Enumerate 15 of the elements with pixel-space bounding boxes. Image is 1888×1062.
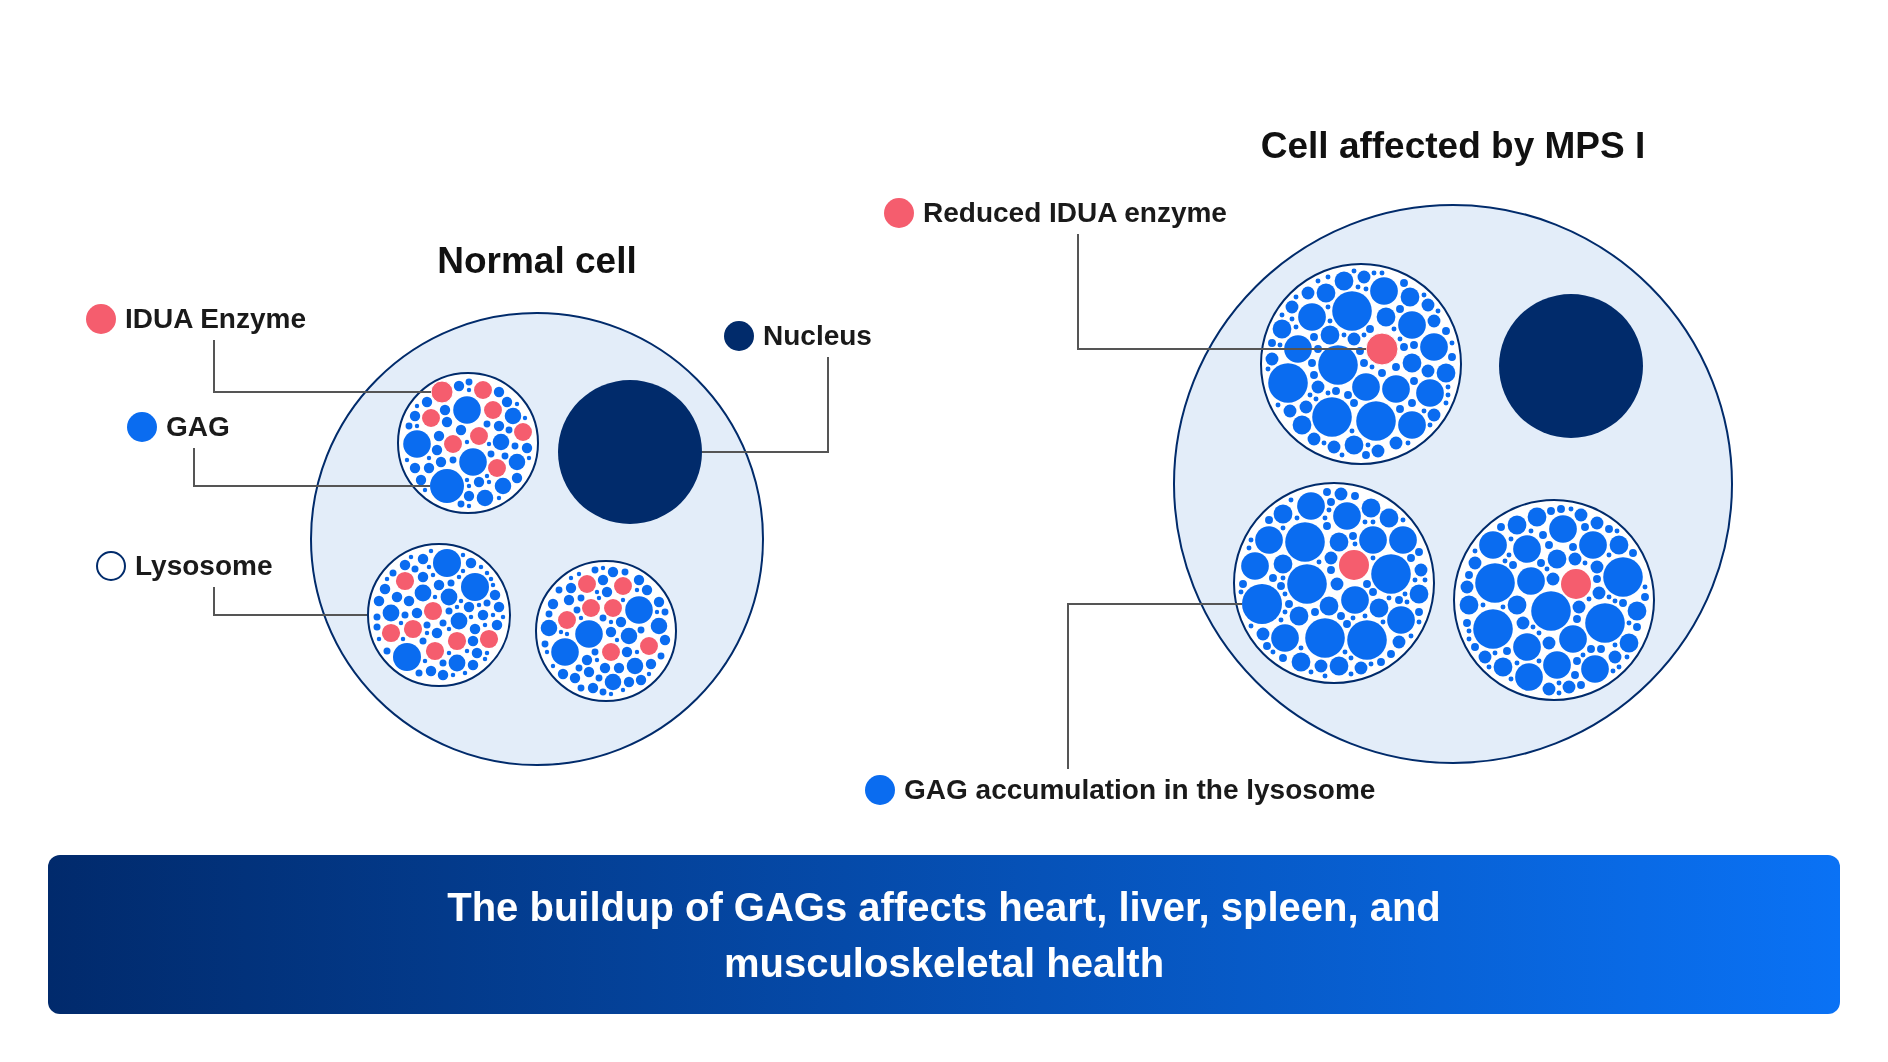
callout-label: GAG (166, 411, 230, 443)
leader-line (213, 339, 432, 393)
leader-line (213, 586, 368, 616)
callout-label: GAG accumulation in the lysosome (904, 774, 1376, 806)
caption-text: The buildup of GAGs affects heart, liver, spleen, and musculoskeletal health (446, 883, 1442, 987)
leader-line (193, 447, 431, 487)
leader-line (1067, 603, 1243, 770)
callout-label: Reduced IDUA enzyme (923, 197, 1227, 229)
callout-label: Lysosome (135, 550, 273, 582)
callout-label: Nucleus (763, 320, 872, 352)
leader-line (701, 356, 829, 453)
cell-title: Cell affected by MPS I (1259, 125, 1647, 167)
callout-label: IDUA Enzyme (125, 303, 306, 335)
cell-title: Normal cell (436, 240, 638, 282)
leader-line (1077, 233, 1367, 350)
